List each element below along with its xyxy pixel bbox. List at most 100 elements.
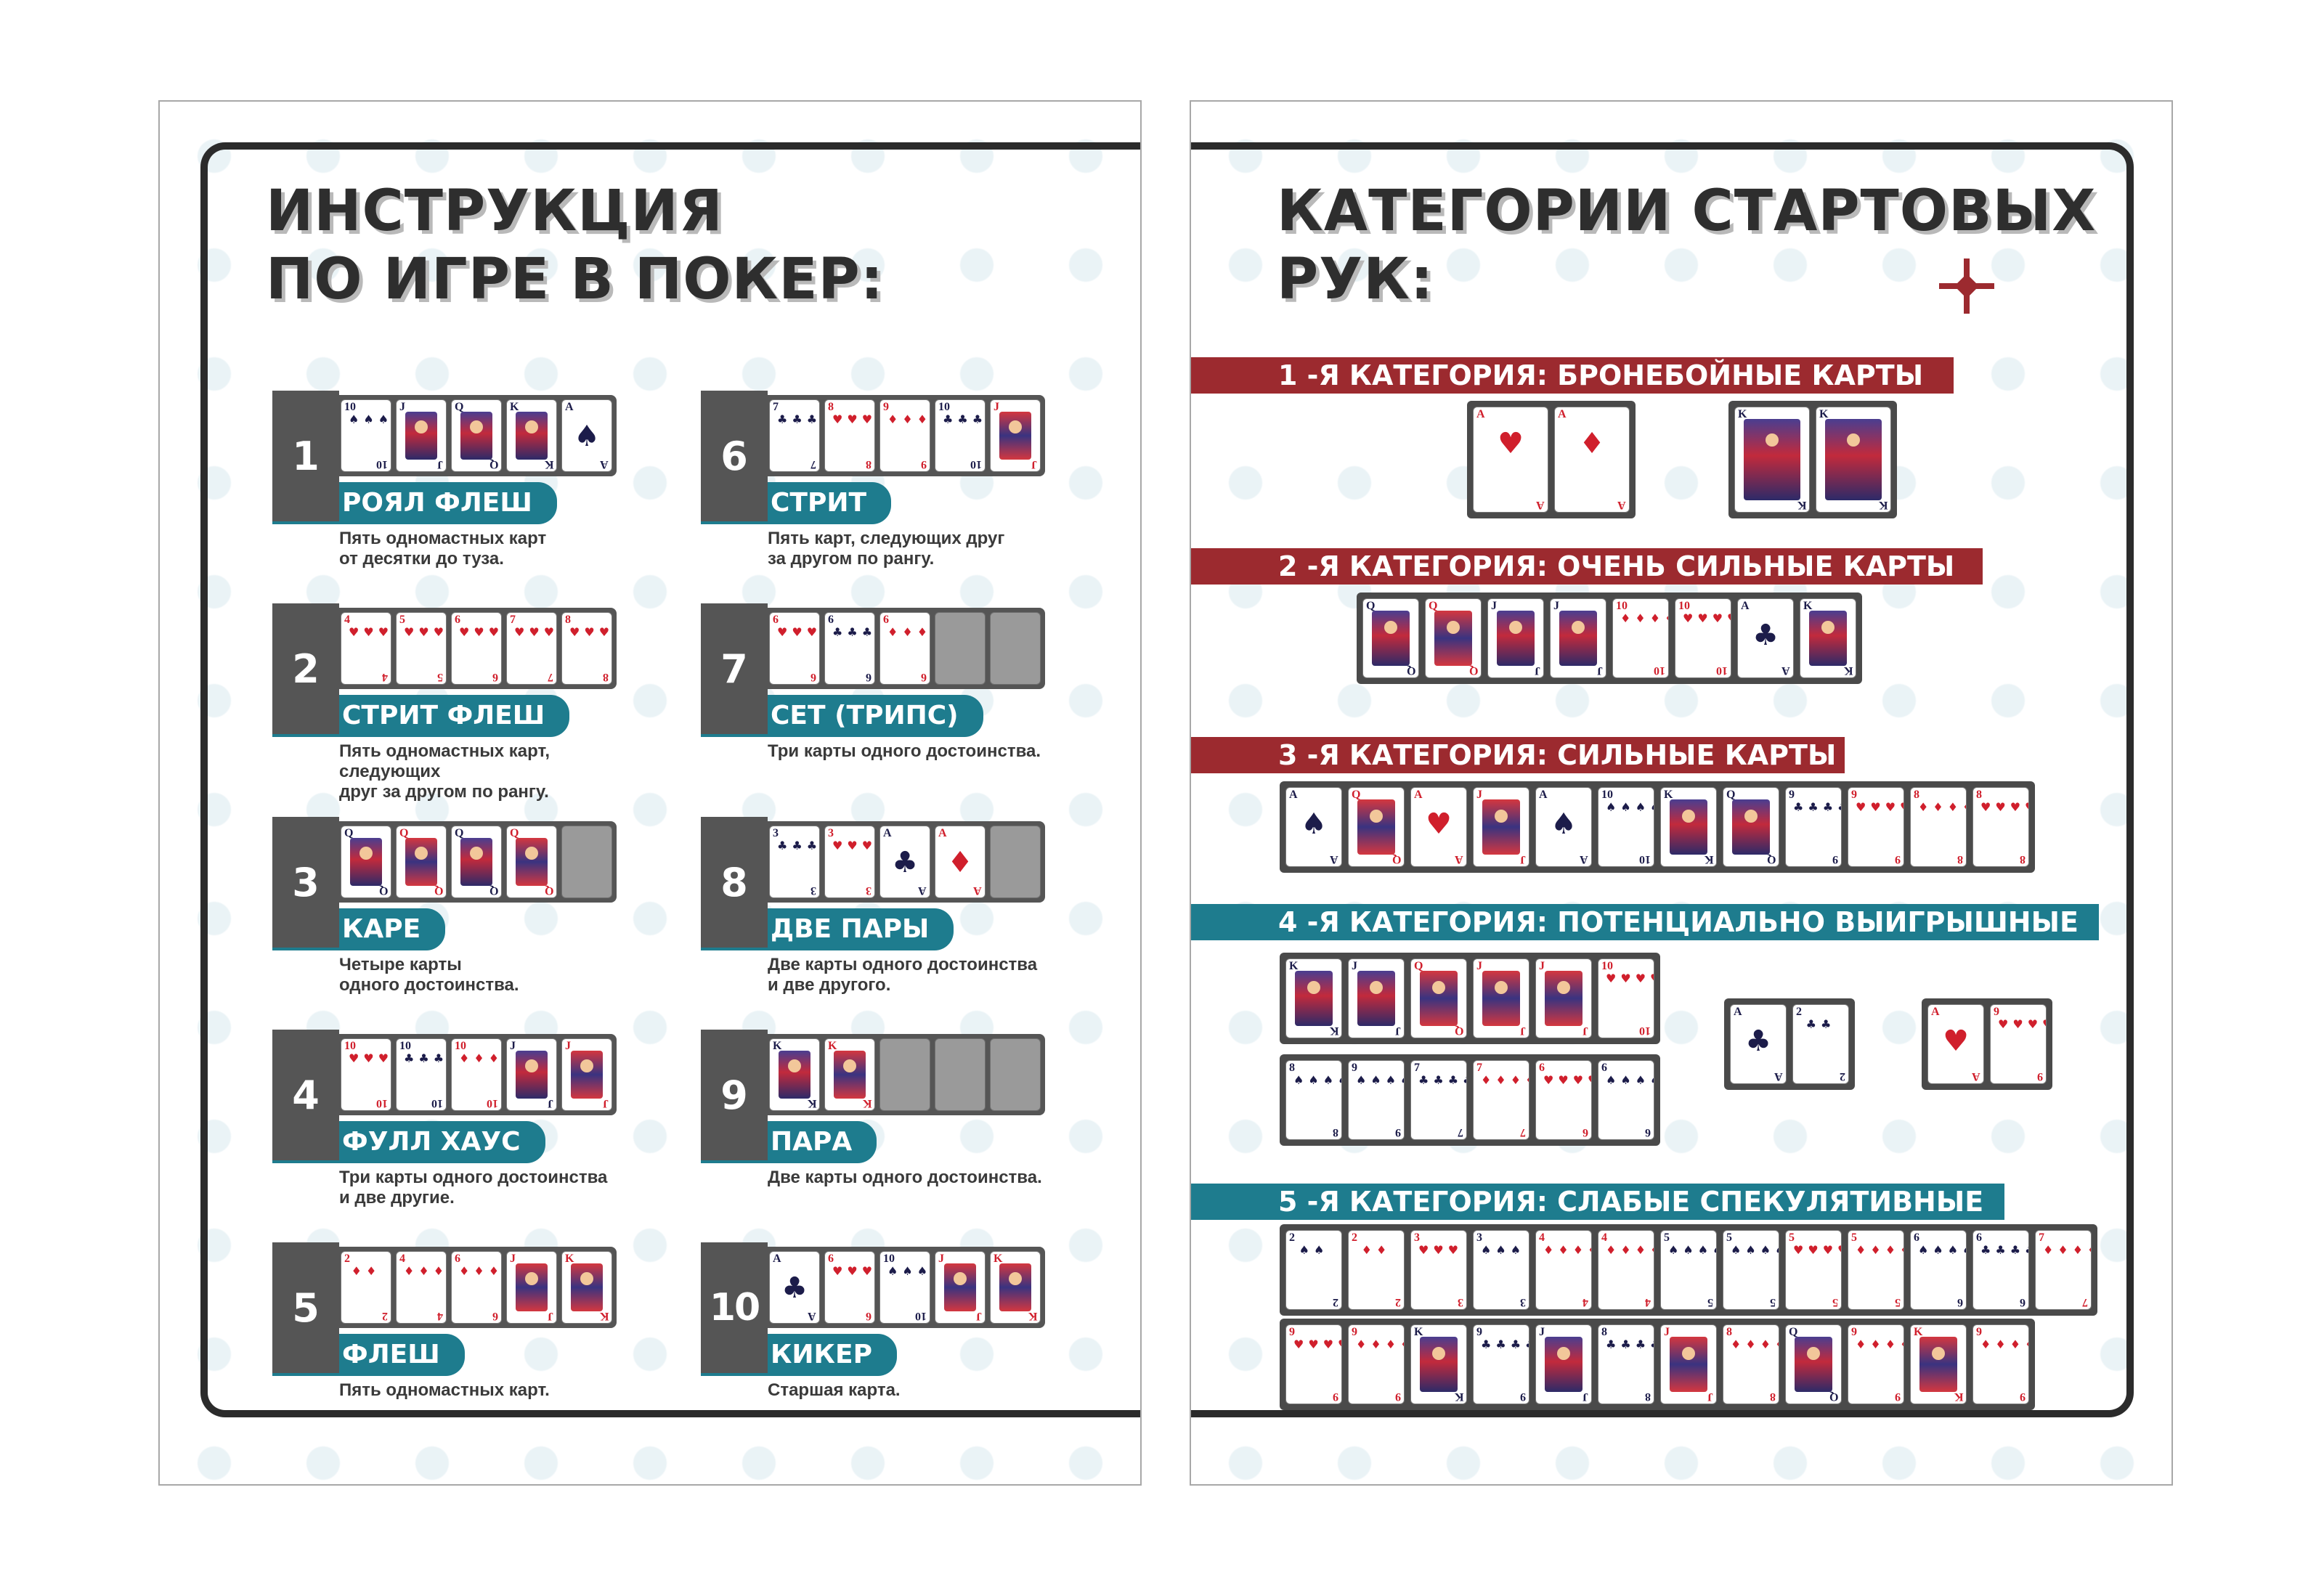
suit-icon: ♦♦♦♦♦♦♦♦♦ (1980, 1337, 2028, 1351)
card-rank: 9 (1333, 1390, 1338, 1403)
suit-icon: ♣ (1745, 1025, 1771, 1058)
playing-card: 55♠♠♠♠♠ (1660, 1230, 1717, 1310)
face-card-figure (460, 412, 492, 460)
face-card-figure (1357, 799, 1395, 855)
suit-icon: ♦♦♦♦♦ (1856, 1243, 1904, 1257)
card-rank: K (862, 1097, 871, 1109)
category-band: 5 -Я КАТЕГОРИЯ: СЛАБЫЕ СПЕКУЛЯТИВНЫЕ (1191, 1184, 2004, 1220)
card-rank: A (600, 458, 609, 471)
card-rank: 5 (437, 671, 443, 683)
card-rank: 8 (1289, 1062, 1295, 1074)
card-rank: K (1878, 499, 1888, 511)
card-rank: 9 (1352, 1062, 1357, 1074)
card-rank: 3 (810, 884, 816, 897)
face-card-figure (460, 838, 492, 886)
card-rank: J (1535, 664, 1540, 677)
card-rank: Q (1366, 600, 1376, 612)
playing-card: 66♥♥♥♥♥♥ (769, 612, 820, 685)
suit-icon: ♠♠ (1299, 1243, 1329, 1257)
card-rank: A (1558, 408, 1567, 420)
card-rank: Q (489, 458, 498, 471)
card-rank: J (976, 1310, 982, 1322)
hand-number: 6 (701, 391, 768, 521)
card-rank: J (1582, 1390, 1588, 1403)
card-rank: 6 (492, 1310, 498, 1322)
card-rank: A (938, 827, 947, 839)
face-card-figure (405, 412, 437, 460)
playing-card: 99♠♠♠♠♠♠♠♠♠ (1348, 1060, 1405, 1140)
card-rank: 6 (1601, 1062, 1607, 1074)
card-rank: K (807, 1097, 816, 1109)
card-rank: 6 (2020, 1296, 2026, 1308)
suit-icon: ♥♥♥♥♥♥♥♥ (569, 625, 612, 639)
card-rank: A (1580, 853, 1588, 866)
card-group: 22♠♠22♦♦33♥♥♥33♠♠♠44♦♦♦♦44♦♦♦♦55♠♠♠♠♠55♠… (1280, 1224, 2097, 1316)
card-rank: J (1352, 960, 1357, 972)
suit-icon: ♥♥♥ (832, 839, 875, 852)
hand-description: Пять карт, следующих друг за другом по р… (768, 529, 1005, 569)
card-rank: J (1707, 1390, 1713, 1403)
card-rank: 2 (1840, 1070, 1845, 1083)
playing-card: 99♣♣♣♣♣♣♣♣♣ (1785, 787, 1842, 867)
card-rank: 10 (1654, 664, 1665, 677)
suit-icon: ♦♦♦♦ (404, 1264, 447, 1278)
playing-card: 99♥♥♥♥♥♥♥♥♥ (1848, 787, 1904, 867)
playing-card: 66♠♠♠♠♠♠ (1598, 1060, 1654, 1140)
card-rank: 9 (1976, 1326, 1982, 1338)
card-rank: Q (1766, 853, 1776, 866)
card-rank: 5 (1789, 1231, 1795, 1244)
card-rank: J (1539, 960, 1545, 972)
card-rank: 9 (1895, 853, 1901, 866)
card-rank: 7 (1476, 1062, 1482, 1074)
card-rank: 8 (828, 401, 834, 413)
suit-icon: ♥♥♥♥♥♥♥♥♥ (1293, 1337, 1341, 1351)
blank-card-slot (935, 612, 986, 685)
card-rank: A (565, 401, 574, 413)
face-card-figure (1482, 799, 1520, 855)
playing-card: 77♥♥♥♥♥♥♥ (506, 612, 557, 685)
hand-number: 2 (272, 603, 339, 734)
card-rank: A (1330, 853, 1338, 866)
card-rank: J (548, 1310, 553, 1322)
card-rank: 10 (376, 1097, 388, 1109)
card-rank: 6 (1957, 1296, 1963, 1308)
card-rank: K (599, 1310, 609, 1322)
card-rank: 2 (1289, 1231, 1295, 1244)
card-rank: J (399, 401, 405, 413)
playing-card: 99♣♣♣♣♣♣♣♣♣ (1473, 1324, 1529, 1404)
card-rank: 7 (1458, 1126, 1463, 1139)
playing-card: 66♥♥♥♥♥♥ (1535, 1060, 1592, 1140)
card-rank: 9 (1895, 1390, 1901, 1403)
face-card-figure (999, 412, 1031, 460)
playing-card: 88♥♥♥♥♥♥♥♥ (824, 399, 875, 472)
card-rank: K (1914, 1326, 1923, 1338)
sheet-frame (1191, 142, 2134, 1417)
card-rank: 7 (510, 614, 516, 626)
suit-icon: ♣♣♣♣♣♣♣ (1418, 1073, 1466, 1087)
suit-icon: ♥ (1498, 427, 1524, 460)
face-card-figure (1545, 971, 1582, 1026)
card-rank: J (565, 1040, 571, 1052)
card-rank: 4 (1645, 1296, 1651, 1308)
face-card-figure (1372, 611, 1410, 666)
